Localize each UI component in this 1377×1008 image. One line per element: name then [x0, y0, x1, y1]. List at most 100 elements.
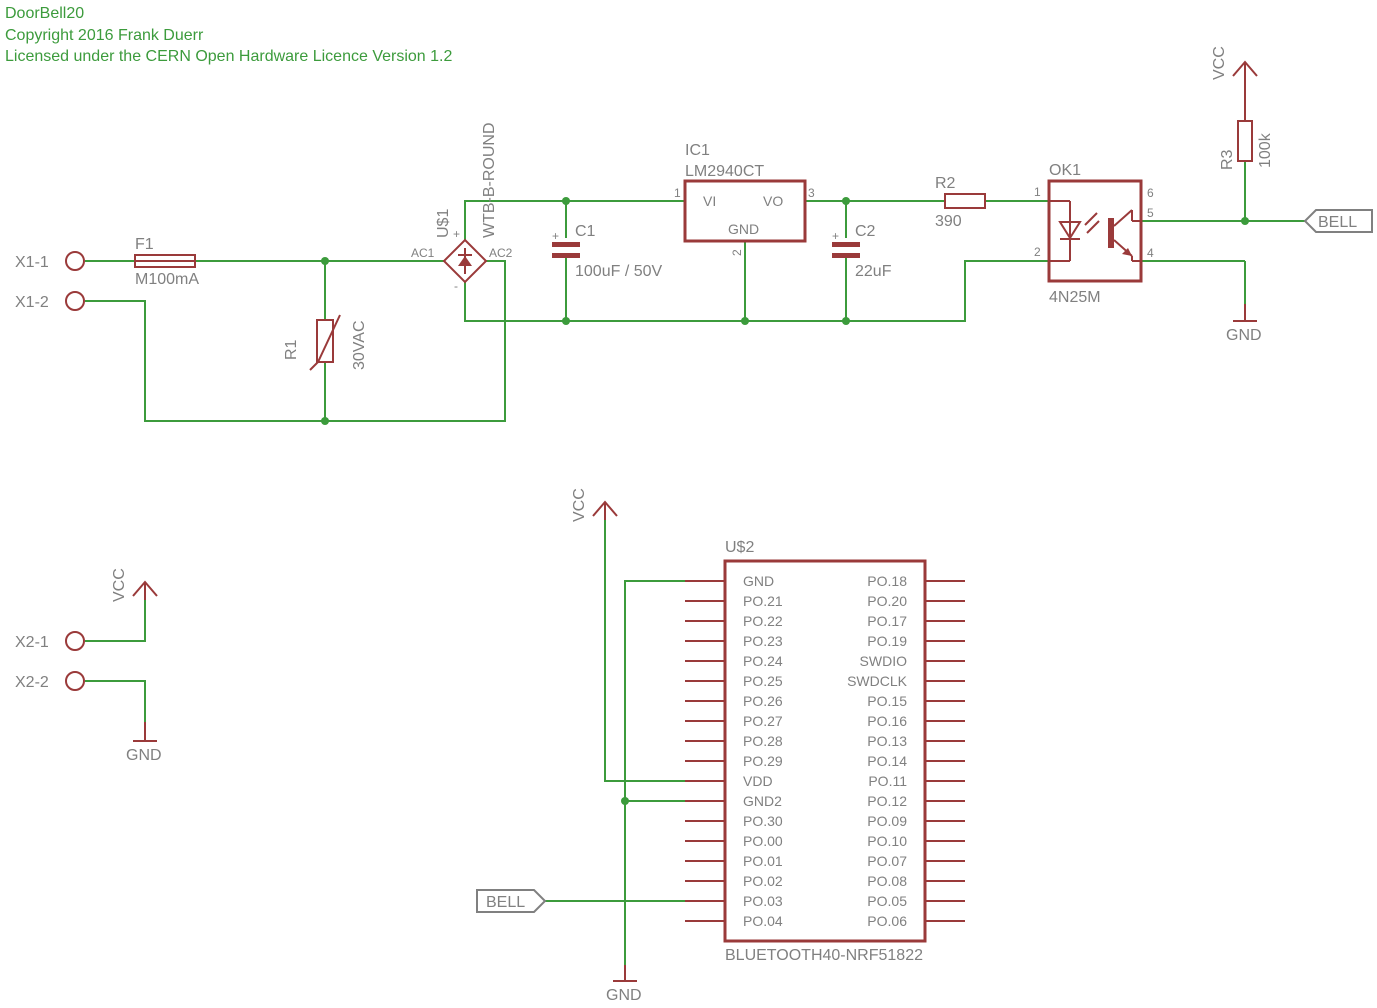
optocoupler-name: OK1	[1049, 162, 1081, 179]
fuse-value: M100mA	[135, 271, 199, 288]
module-pin-label-left: PO.00	[743, 833, 783, 849]
regulator-vi-pin: VI	[703, 193, 716, 209]
module-pin-label-right: PO.13	[867, 733, 907, 749]
module-pin-label-left: PO.01	[743, 853, 783, 869]
cap1-value: 100uF / 50V	[575, 263, 663, 280]
r2-value: 390	[935, 213, 962, 230]
module-pin-label-right: PO.18	[867, 573, 907, 589]
gnd-symbol-module: GND	[606, 965, 642, 1004]
module-pin-label-right: SWDCLK	[847, 673, 908, 689]
regulator-vo-pin: VO	[763, 193, 783, 209]
module-pin-label-right: PO.09	[867, 813, 907, 829]
bridge-value: WTB-B-ROUND	[481, 122, 498, 238]
regulator-pin-3: 3	[808, 186, 815, 200]
module-pin-label-left: PO.27	[743, 713, 783, 729]
cap2-plus-label: +	[832, 229, 839, 243]
optocoupler-pin-4: 4	[1147, 246, 1154, 260]
module-pin-label-right: PO.12	[867, 793, 907, 809]
varistor-r1: R1 30VAC	[283, 314, 368, 371]
fuse-f1: F1 M100mA	[134, 236, 199, 288]
module-pins: GNDPO.21PO.22PO.23PO.24PO.25PO.26PO.27PO…	[685, 573, 965, 929]
connector-x2-2-label: X2-2	[15, 674, 49, 691]
optocoupler-pin-6: 6	[1147, 186, 1154, 200]
module-pin-label-right: PO.07	[867, 853, 907, 869]
module-pin-label-right: PO.08	[867, 873, 907, 889]
optocoupler-pin-2: 2	[1034, 245, 1041, 259]
connector-x1-2: X1-2	[15, 291, 85, 311]
module-pin-label-left: PO.25	[743, 673, 783, 689]
r3-name: R3	[1219, 149, 1236, 170]
module-pin-label-left: PO.23	[743, 633, 783, 649]
r3-value: 100k	[1257, 132, 1274, 168]
regulator-name: IC1	[685, 142, 710, 159]
resistor-r3: R3 100k	[1219, 120, 1274, 170]
gnd-label-x2: GND	[126, 747, 162, 764]
license-note: Licensed under the CERN Open Hardware Li…	[5, 48, 452, 65]
module-pin-label-left: PO.28	[743, 733, 783, 749]
wires-x2	[85, 600, 146, 722]
module-pin-label-right: PO.19	[867, 633, 907, 649]
fuse-name: F1	[135, 236, 154, 253]
gnd-symbol-top: GND	[1226, 304, 1262, 344]
regulator-gnd-pin: GND	[728, 221, 759, 237]
module-pin-label-left: PO.22	[743, 613, 783, 629]
wires-power-input	[85, 161, 1305, 422]
module-pin-label-left: PO.02	[743, 873, 783, 889]
module-pin-label-right: PO.15	[867, 693, 907, 709]
schematic-title: DoorBell20	[5, 5, 84, 22]
module-pin-label-right: PO.05	[867, 893, 907, 909]
gnd-label-module: GND	[606, 987, 642, 1004]
optocoupler-value: 4N25M	[1049, 289, 1101, 306]
connector-x1-2-label: X1-2	[15, 294, 49, 311]
resistor-r2: R2 390	[935, 175, 986, 230]
bridge-ac1-label: AC1	[411, 246, 435, 260]
bell-net-flag-top: BELL	[1303, 209, 1373, 233]
module-pin-label-right: PO.20	[867, 593, 907, 609]
copyright-note: Copyright 2016 Frank Duerr	[5, 27, 204, 44]
cap1-plus-label: +	[552, 229, 559, 243]
connector-x1-1: X1-1	[15, 251, 85, 271]
module-pin-label-right: PO.11	[868, 773, 907, 789]
bridge-ac2-label: AC2	[489, 246, 513, 260]
module-pin-label-left: PO.24	[743, 653, 783, 669]
vcc-symbol-x2: VCC	[111, 568, 158, 602]
optocoupler-ok1: OK1 4N25M 1 2 6 5 4	[1034, 162, 1154, 306]
varistor-value: 30VAC	[351, 320, 368, 370]
module-pin-label-right: PO.06	[867, 913, 907, 929]
module-pin-label-right: PO.17	[867, 613, 907, 629]
optocoupler-pin-5: 5	[1147, 206, 1154, 220]
vcc-symbol-top: VCC	[1211, 46, 1258, 121]
module-pin-label-left: PO.21	[743, 593, 783, 609]
vcc-label-x2: VCC	[111, 568, 128, 602]
bridge-name: U$1	[435, 209, 452, 238]
varistor-name: R1	[283, 339, 300, 360]
r2-name: R2	[935, 175, 956, 192]
regulator-ic1: IC1 LM2940CT VI VO GND 1 2 3	[674, 142, 815, 256]
bell-label-bottom: BELL	[486, 894, 525, 911]
bridge-minus-label: -	[454, 279, 458, 293]
bell-net-flag-bottom: BELL	[476, 889, 547, 913]
gnd-label-top: GND	[1226, 327, 1262, 344]
module-pin-label-left: PO.30	[743, 813, 783, 829]
module-pin-label-right: PO.16	[867, 713, 907, 729]
wires-module	[545, 520, 685, 980]
module-pin-label-left: GND2	[743, 793, 782, 809]
bluetooth-module-u2: U$2 BLUETOOTH40-NRF51822 GNDPO.21PO.22PO…	[685, 539, 965, 964]
module-pin-label-left: PO.26	[743, 693, 783, 709]
cap2-name: C2	[855, 223, 876, 240]
regulator-value: LM2940CT	[685, 163, 764, 180]
module-value: BLUETOOTH40-NRF51822	[725, 947, 923, 964]
capacitor-c2: + C2 22uF	[832, 223, 892, 280]
module-pin-label-right: SWDIO	[860, 653, 908, 669]
vcc-label-top: VCC	[1211, 46, 1228, 80]
regulator-pin-2: 2	[730, 249, 744, 256]
optocoupler-pin-1: 1	[1034, 185, 1041, 199]
cap1-name: C1	[575, 223, 596, 240]
connector-x2-1: X2-1	[15, 631, 85, 651]
module-pin-label-right: PO.14	[867, 753, 907, 769]
connector-x2-1-label: X2-1	[15, 634, 49, 651]
module-pin-label-right: PO.10	[867, 833, 907, 849]
bell-label-top: BELL	[1318, 214, 1357, 231]
bridge-rectifier-u1: U$1 WTB-B-ROUND AC1 AC2 + -	[411, 122, 513, 293]
